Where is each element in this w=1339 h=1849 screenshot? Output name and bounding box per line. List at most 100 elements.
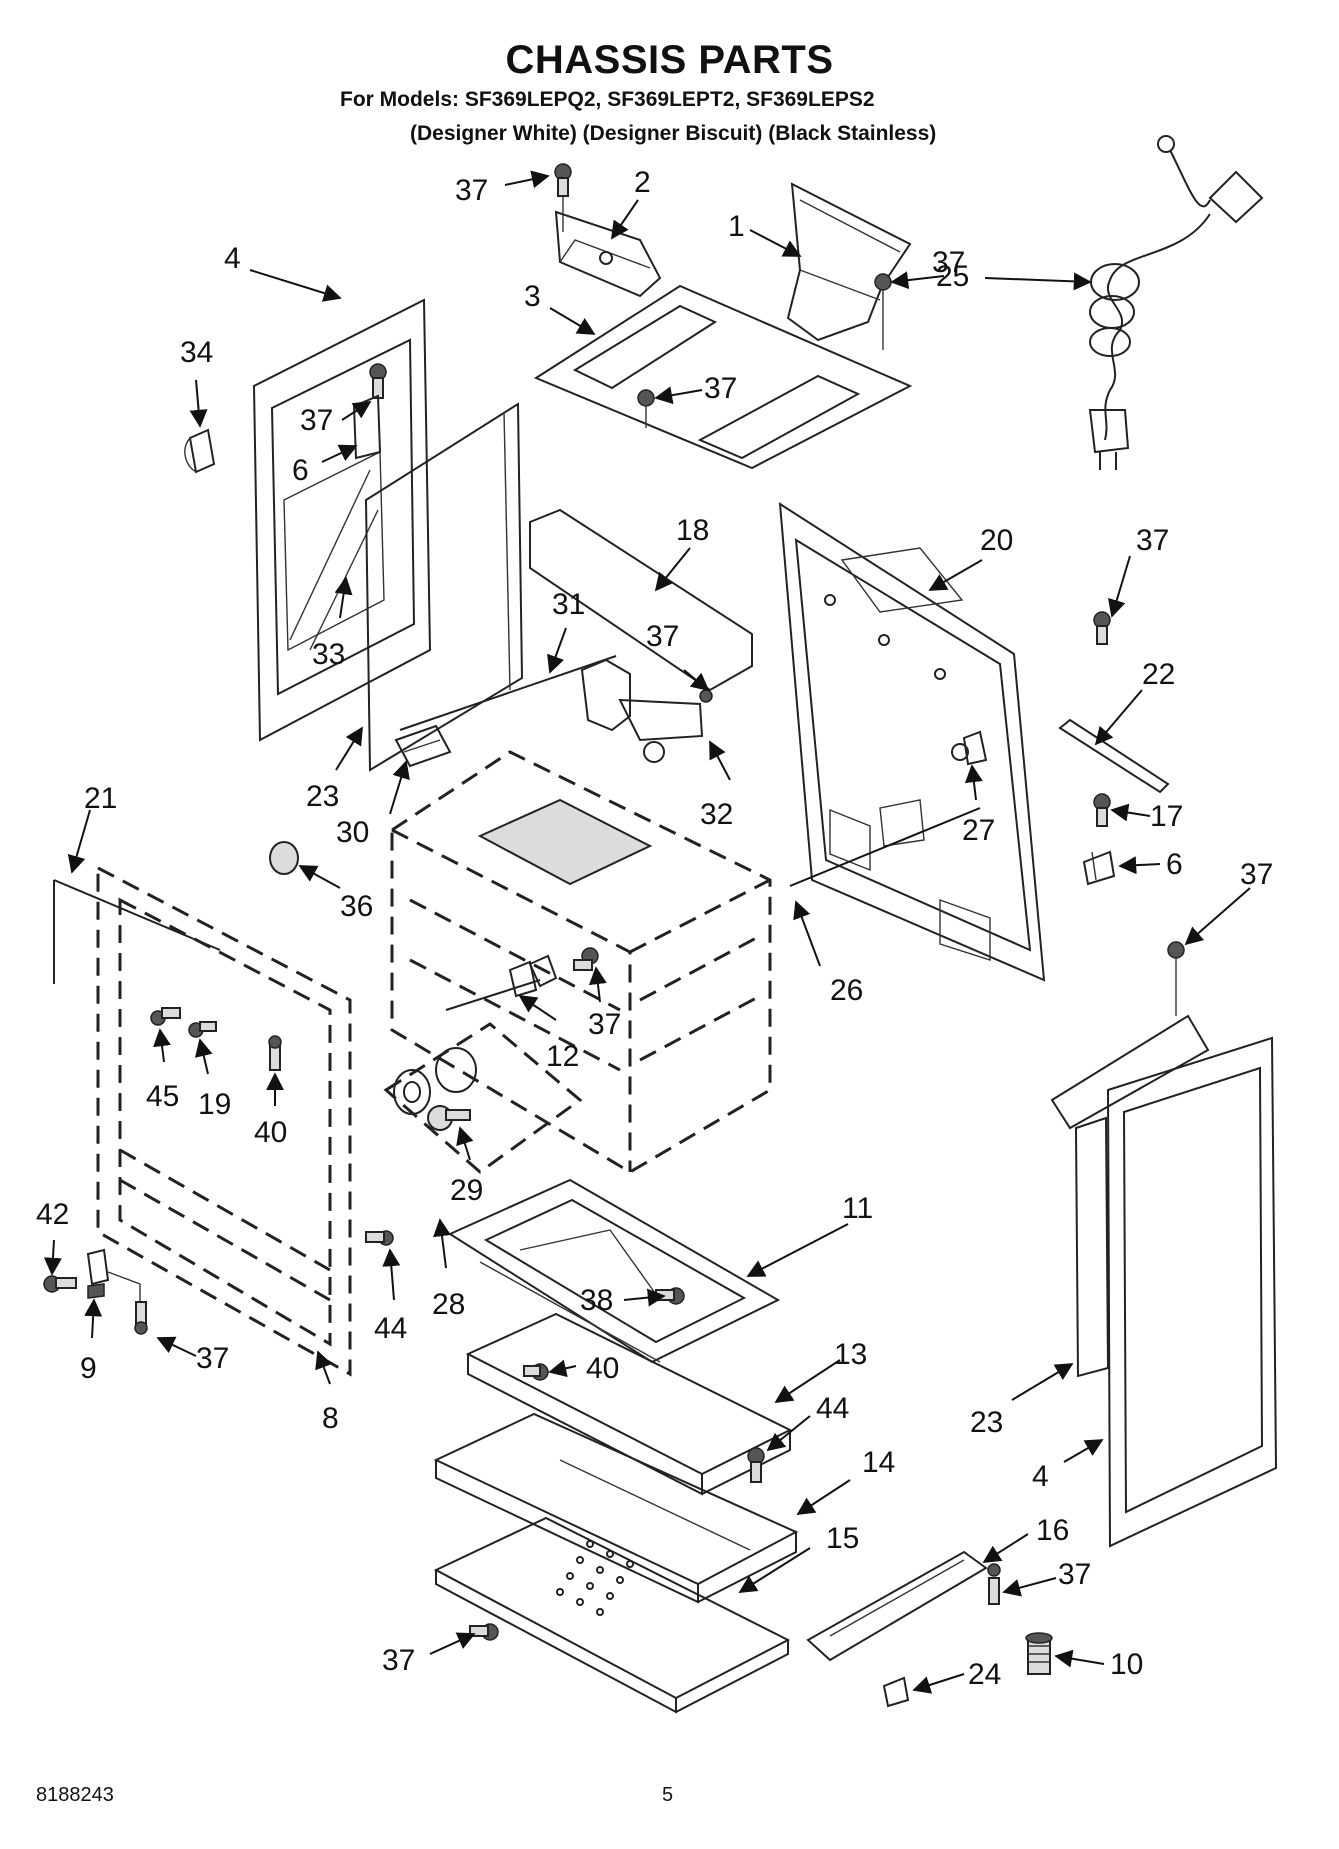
callout-37: 37 [932, 246, 965, 279]
callout-10: 10 [1110, 1648, 1143, 1681]
part-34-clip [184, 428, 216, 474]
frame-screws [150, 1007, 282, 1071]
callout-32: 32 [700, 798, 733, 831]
callout-37: 37 [1240, 858, 1273, 891]
callout-36: 36 [340, 890, 373, 923]
part-23-liner-panel [364, 402, 524, 772]
callout-15: 15 [826, 1522, 859, 1555]
callout-12: 12 [546, 1040, 579, 1073]
part-16-rail [806, 1550, 988, 1662]
part-14-lower-tray [433, 1412, 799, 1604]
callout-40: 40 [586, 1352, 619, 1385]
part-21-trim [53, 879, 221, 984]
screw-44-center [747, 1447, 765, 1483]
callout-4: 4 [1032, 1460, 1049, 1493]
callout-45: 45 [146, 1080, 179, 1113]
part-11-broil-frame [447, 1178, 781, 1364]
callout-9: 9 [80, 1352, 97, 1385]
callout-29: 29 [450, 1174, 483, 1207]
part-4-right-side-panel [1050, 1014, 1278, 1548]
callout-25: 25 [936, 260, 969, 293]
callout-17: 17 [1150, 800, 1183, 833]
callout-33: 33 [312, 638, 345, 671]
callout-4: 4 [224, 242, 241, 275]
callout-44: 44 [374, 1312, 407, 1345]
callout-37: 37 [382, 1644, 415, 1677]
part-12-probe [445, 954, 558, 1011]
part-4-left-side-panel [252, 298, 432, 742]
screw-37-center [573, 947, 599, 971]
callout-19: 19 [198, 1088, 231, 1121]
callout-40: 40 [254, 1116, 287, 1149]
part-23-right-liner [1074, 1116, 1110, 1378]
callout-11: 11 [842, 1192, 873, 1225]
part-32-valve-assembly [580, 658, 713, 763]
screw-37-top [554, 163, 572, 197]
callout-21: 21 [84, 782, 117, 815]
callout-42: 42 [36, 1198, 69, 1231]
callout-37: 37 [455, 174, 488, 207]
part-25-power-cord [1088, 135, 1264, 470]
callout-38: 38 [580, 1284, 613, 1317]
callout-30: 30 [336, 816, 369, 849]
screw-37-right [1167, 941, 1185, 1016]
part-22-rail [1058, 718, 1170, 794]
part-10-leveling-leg [1025, 1632, 1053, 1675]
callout-labels: 37 2 1 37 25 4 3 34 37 37 6 18 20 37 31 … [36, 166, 1273, 1691]
callout-13: 13 [834, 1338, 867, 1371]
lower-left-hardware [43, 1230, 394, 1335]
callout-22: 22 [1142, 658, 1175, 691]
part-27-clip [962, 730, 988, 766]
callout-24: 24 [968, 1658, 1001, 1691]
left-panel-hardware [352, 363, 387, 460]
callout-28: 28 [432, 1288, 465, 1321]
part-31-rod [399, 655, 617, 731]
callout-23: 23 [970, 1406, 1003, 1439]
colors-line: (Designer White) (Designer Biscuit) (Bla… [410, 122, 937, 145]
page-number: 5 [662, 1784, 674, 1806]
callout-37: 37 [588, 1008, 621, 1041]
callout-18: 18 [676, 514, 709, 547]
screw-37-vent [874, 273, 892, 350]
models-line: For Models: SF369LEPQ2, SF369LEPT2, SF36… [340, 88, 875, 111]
callout-3: 3 [524, 280, 541, 313]
callout-44: 44 [816, 1392, 849, 1425]
part-18-gasket [529, 508, 753, 692]
right-hardware [1082, 793, 1116, 886]
callout-34: 34 [180, 336, 213, 369]
part-20-rear-panel [778, 502, 1046, 982]
callout-37: 37 [1136, 524, 1169, 557]
callout-26: 26 [830, 974, 863, 1007]
part-15-bottom-panel [433, 1516, 791, 1714]
callout-23: 23 [306, 780, 339, 813]
callout-20: 20 [980, 524, 1013, 557]
page-title: CHASSIS PARTS [505, 38, 834, 82]
leader-lines [43, 170, 1251, 1694]
screw-37-bottom [469, 1623, 499, 1641]
part-8-frame [96, 865, 352, 1377]
callout-37: 37 [646, 620, 679, 653]
callout-6: 6 [292, 454, 309, 487]
callout-6: 6 [1166, 848, 1183, 881]
callout-16: 16 [1036, 1514, 1069, 1547]
oven-cavity [390, 750, 772, 1174]
callout-31: 31 [552, 588, 585, 621]
screw-37-rail [987, 1563, 1001, 1605]
part-3-top-panel [533, 284, 913, 470]
callout-37: 37 [1058, 1558, 1091, 1591]
part-1-vent [786, 182, 912, 342]
callout-2: 2 [634, 166, 651, 199]
doc-number: 8188243 [36, 1784, 114, 1806]
callout-37: 37 [196, 1342, 229, 1375]
callout-27: 27 [962, 814, 995, 847]
callout-8: 8 [322, 1402, 339, 1435]
part-28-burner-group [383, 1022, 583, 1174]
callout-14: 14 [862, 1446, 895, 1479]
part-30-hinge [394, 724, 452, 768]
part-24-clip [882, 1676, 910, 1708]
callout-1: 1 [728, 210, 745, 243]
callout-37: 37 [704, 372, 737, 405]
screw-37-rear [1093, 611, 1111, 645]
part-13-pan [465, 1312, 793, 1496]
